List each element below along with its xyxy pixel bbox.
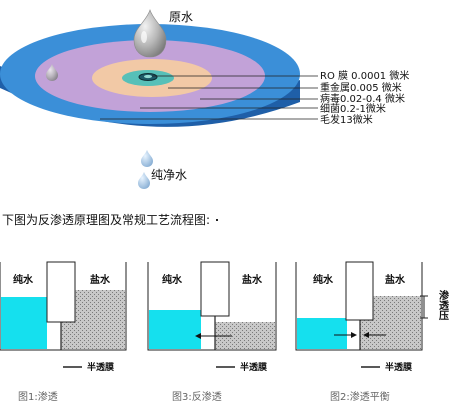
membrane-post <box>345 261 374 321</box>
panel1-pure-label: 纯水 <box>13 273 34 286</box>
small-drop-icon <box>46 64 58 81</box>
source-water-label: 原水 <box>169 10 193 24</box>
layer-label-bacteria: 细菌0.2-1微米 <box>320 102 386 115</box>
panel-osmosis: 纯水 盐水 半透膜 图1:渗透 <box>0 261 127 403</box>
panel-osmotic-equilibrium: 纯水 盐水 半透膜 图2:渗透平衡 渗透压 <box>295 261 449 403</box>
pure-water-label: 纯净水 <box>151 168 187 182</box>
layer-label-metal: 重金属0.005 微米 <box>320 81 402 94</box>
panel2-membrane-label: 半透膜 <box>240 361 268 373</box>
panel1-membrane-label: 半透膜 <box>87 361 115 373</box>
panel3-salt-label: 盐水 <box>385 273 406 286</box>
layer-label-hair: 毛发13微米 <box>320 113 373 126</box>
pure-water-fill <box>1 297 47 349</box>
layer-labels: RO 膜 0.0001 微米 重金属0.005 微米 病毒0.02-0.4 微米… <box>320 69 409 126</box>
intro-dot <box>216 219 218 221</box>
pure-water-fill <box>297 318 347 349</box>
layer-label-ro: RO 膜 0.0001 微米 <box>320 69 409 82</box>
panel2-salt-label: 盐水 <box>242 273 263 286</box>
layer-leader-lines <box>100 75 318 120</box>
osmotic-pressure-label: 渗透压 <box>437 289 449 321</box>
membrane-post <box>200 261 230 317</box>
source-water-drop <box>133 9 167 58</box>
panel3-caption: 图2:渗透平衡 <box>330 390 390 403</box>
panel1-salt-label: 盐水 <box>90 273 111 286</box>
intro-text: 下图为反渗透原理图及常规工艺流程图: <box>2 212 210 227</box>
membrane-post <box>46 261 76 323</box>
pure-water-drops <box>138 150 153 189</box>
panel3-membrane-label: 半透膜 <box>385 361 413 373</box>
panel2-pure-label: 纯水 <box>162 273 183 286</box>
panel3-pure-label: 纯水 <box>313 273 334 286</box>
panel2-caption: 图3:反渗透 <box>172 390 222 403</box>
layer-label-virus: 病毒0.02-0.4 微米 <box>320 92 405 105</box>
pure-water-fill <box>149 310 201 349</box>
panel1-caption: 图1:渗透 <box>18 390 58 403</box>
panel-reverse-osmosis: 纯水 盐水 半透膜 图3:反渗透 <box>147 261 277 403</box>
